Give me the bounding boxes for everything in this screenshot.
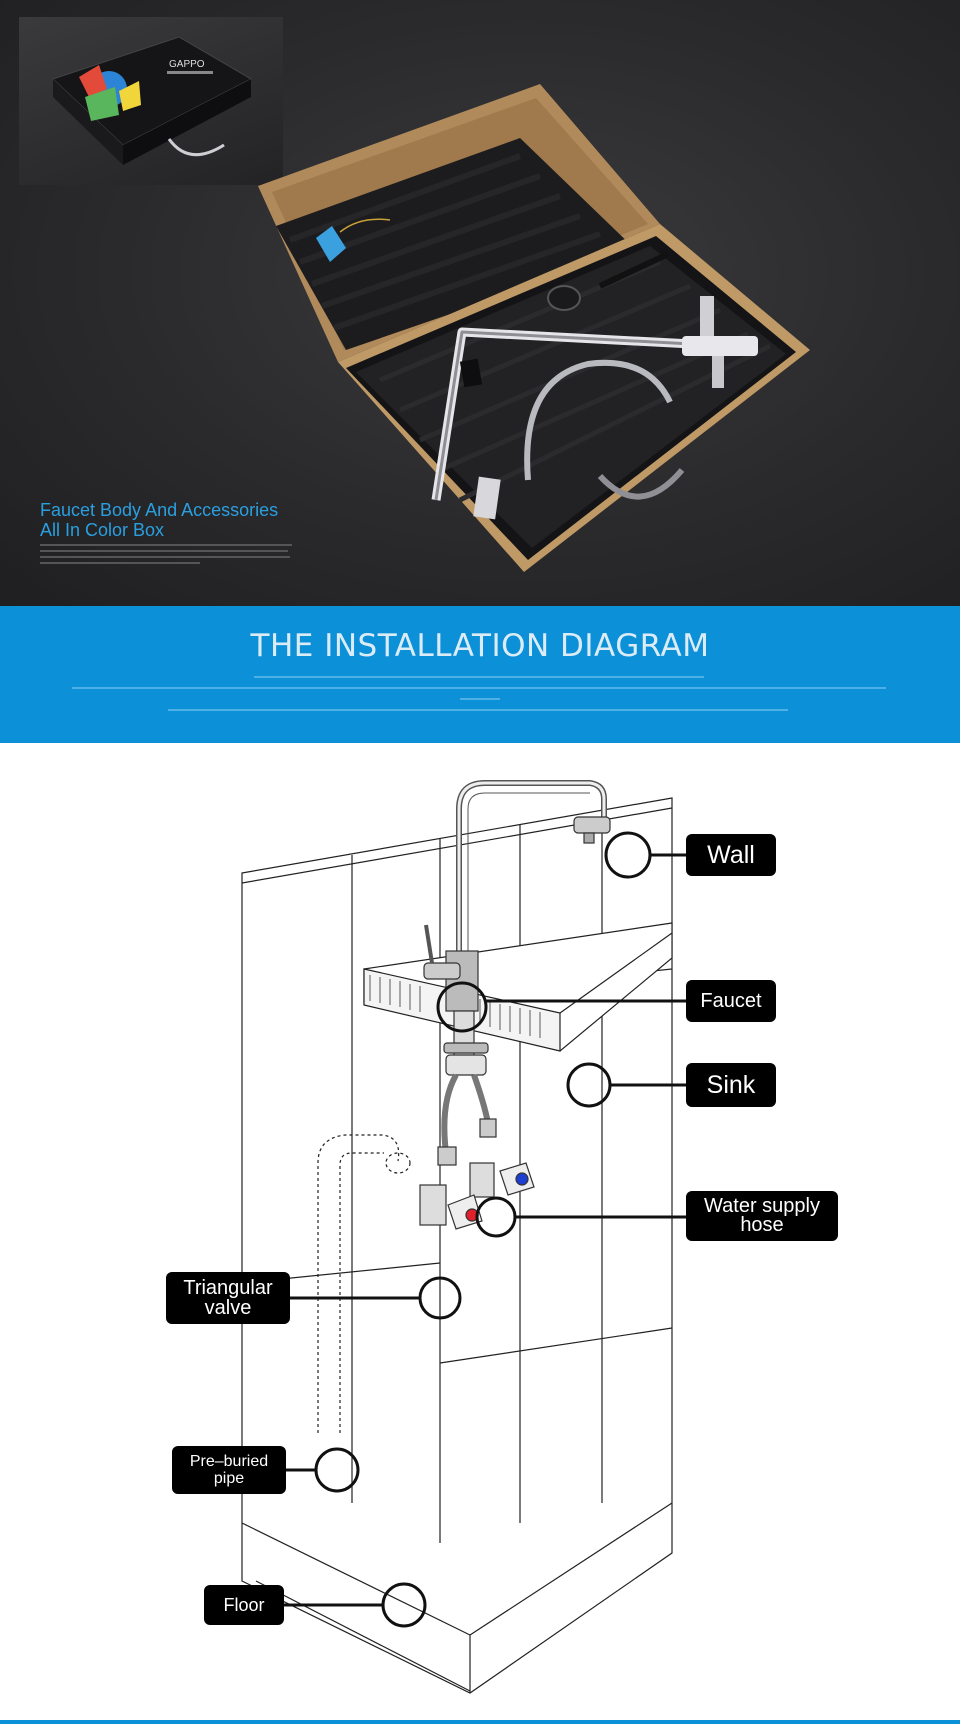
- hero-product-photo: GAPPO: [0, 0, 960, 606]
- color-box-thumbnail: GAPPO: [19, 17, 283, 185]
- floor-edge: [469, 1502, 673, 1636]
- pre-buried-pipe: [317, 1134, 400, 1433]
- cold-mark: [515, 1172, 529, 1186]
- bottom-accent-rule: [0, 1720, 960, 1724]
- label-wall: Wall: [686, 834, 776, 876]
- installation-diagram: Wall Faucet Sink Water supply hose Trian…: [0, 743, 960, 1724]
- lid-foam: [276, 138, 636, 350]
- callout-faucet-circle: [436, 981, 488, 1033]
- open-box-illustration: [258, 84, 810, 572]
- banner-fine-print-2: [72, 687, 886, 689]
- faucet-drawing: [423, 780, 611, 1166]
- accessory-key: [598, 251, 670, 289]
- hero-headline: Faucet Body And Accessories All In Color…: [40, 500, 360, 540]
- hero-headline-line2: All In Color Box: [40, 520, 165, 540]
- label-triangular-valve: Triangular valve: [166, 1272, 290, 1324]
- banner-fine-print-4: [168, 709, 788, 711]
- hero-headline-line1: Faucet Body And Accessories: [40, 500, 279, 520]
- banner-fine-print-1: [254, 676, 704, 678]
- triangular-valves: [419, 1162, 535, 1230]
- box-brand-text: GAPPO: [169, 59, 205, 70]
- floor-edge: [241, 1522, 471, 1636]
- banner-title: THE INSTALLATION DIAGRAM: [250, 628, 710, 664]
- label-pre-buried-pipe: Pre–buried pipe: [172, 1446, 286, 1494]
- label-floor: Floor: [204, 1585, 284, 1625]
- base-foam: [356, 246, 786, 548]
- label-sink: Sink: [686, 1063, 776, 1107]
- faucet-body: [682, 336, 758, 356]
- label-water-supply-hose: Water supply hose: [686, 1191, 838, 1241]
- hero-fine-print: [40, 544, 292, 568]
- accessory-ring: [547, 285, 581, 311]
- floor-edge: [255, 1580, 471, 1692]
- accessory-part: [459, 358, 483, 388]
- valve-hot: [419, 1184, 447, 1226]
- product-tag: [316, 226, 346, 262]
- banner-fine-print-3: [460, 698, 500, 700]
- label-faucet: Faucet: [686, 980, 776, 1022]
- flex-hose: [524, 359, 673, 481]
- tile-line: [439, 1327, 673, 1364]
- installation-banner: THE INSTALLATION DIAGRAM: [0, 606, 960, 743]
- callouts: [284, 831, 686, 1628]
- valve-cold: [469, 1162, 495, 1198]
- installation-drawing: [241, 780, 686, 1694]
- box-handle: [597, 468, 685, 500]
- color-box-illustration: GAPPO: [52, 36, 253, 165]
